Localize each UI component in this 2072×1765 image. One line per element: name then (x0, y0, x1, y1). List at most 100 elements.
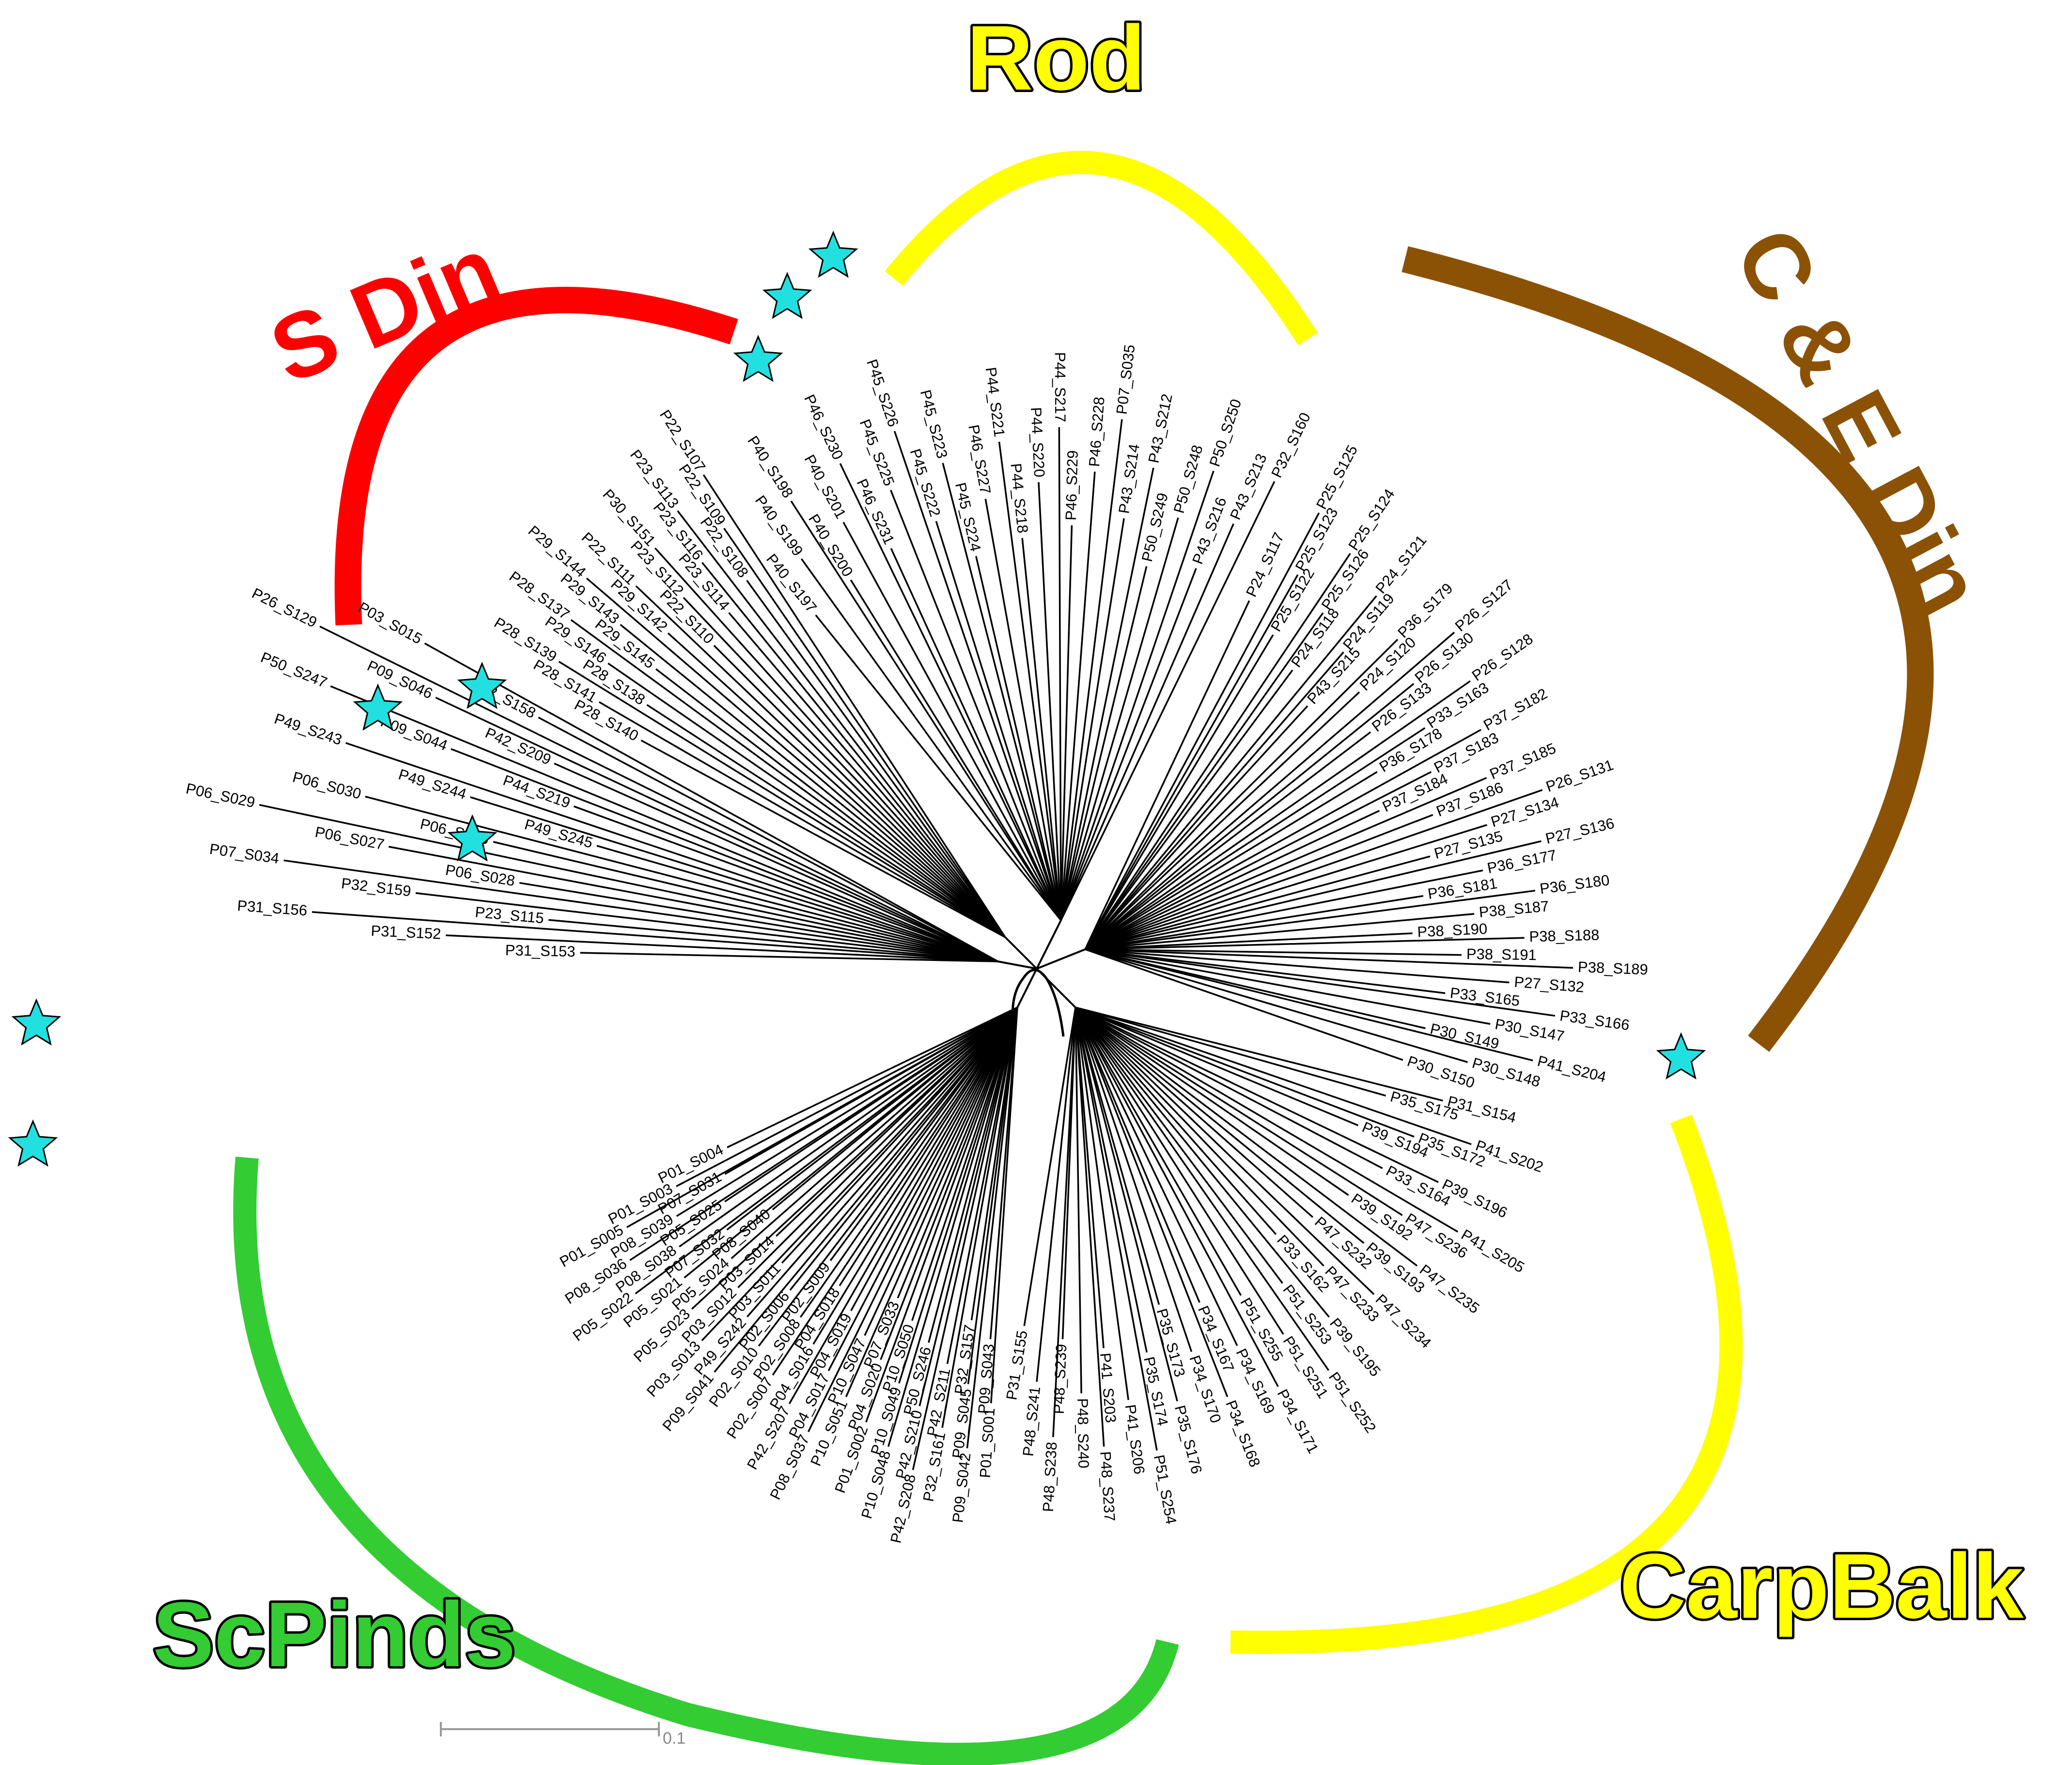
tree-branch (1084, 705, 1309, 950)
tree-branch (788, 1007, 1018, 1404)
tree-branch (620, 624, 1006, 938)
tree-branch (493, 841, 998, 962)
tree-branch (928, 1007, 1018, 1343)
tree-branch (790, 500, 1062, 921)
tree-branch (676, 1006, 1018, 1217)
tree-branch (1075, 1006, 1459, 1233)
tree-branch (967, 1007, 1018, 1384)
tree-branch (911, 1007, 1018, 1321)
tree-branch (388, 846, 998, 962)
tree-branch (1075, 1007, 1193, 1352)
tree-branch (919, 1007, 1018, 1407)
tree-branch (728, 612, 1006, 938)
tree-branch (701, 562, 1006, 938)
tree-branch (737, 1006, 1018, 1288)
tree-branch (966, 1007, 1018, 1449)
tree-branch (865, 1007, 1018, 1423)
branch-stem-other (997, 960, 1037, 970)
tree-branch (655, 668, 1006, 938)
tree-branch (1036, 1007, 1076, 1382)
clade-label-carpbalk: CarpBalk (1620, 1535, 2024, 1638)
tree-branch (1085, 810, 1380, 950)
tree-branch (850, 579, 1062, 921)
tree-branch (701, 1006, 1018, 1342)
tree-branch (935, 521, 1062, 921)
tree-branch (676, 1006, 1018, 1187)
tree-branch (1084, 680, 1471, 950)
tree-branch (998, 441, 1062, 921)
tree-branch (608, 663, 1006, 938)
tree-branch (1075, 1006, 1324, 1267)
branch-stem-carpbalk (1036, 968, 1076, 1008)
leaf-label: P38_S191 (1466, 945, 1537, 963)
ce-din-arc (1402, 246, 1934, 1052)
tree-branch (731, 1006, 1018, 1259)
tree-branch (1075, 1007, 1279, 1387)
tree-branch (1075, 1007, 1284, 1335)
tree-branch (312, 911, 998, 962)
clade-arcs (233, 151, 1934, 1765)
tree-branch (1075, 1006, 1386, 1097)
tree-branch (898, 1007, 1018, 1384)
tree-branch (1075, 1006, 1439, 1183)
tree-branch (1075, 1006, 1358, 1127)
tree-branch (570, 619, 1006, 938)
tree-branch (789, 1006, 1018, 1291)
tree-branch (1084, 731, 1371, 950)
tree-branch (781, 1006, 1018, 1264)
tree-branch (1085, 840, 1542, 950)
tree-branch (812, 1007, 1018, 1345)
leaf-label: P38_S188 (1529, 927, 1600, 945)
star-icon (1656, 1032, 1706, 1080)
tree-branch (1084, 600, 1250, 950)
tree-branch (1075, 1007, 1178, 1402)
tree-branch (679, 1006, 1018, 1248)
tree-branch (1085, 948, 1556, 1017)
tree-branch (573, 805, 998, 962)
tree-branch (1085, 814, 1433, 950)
tree-branch (596, 845, 998, 962)
tree-branch (800, 558, 1062, 921)
tree-branch (946, 1007, 1018, 1364)
tree-branch (330, 685, 998, 962)
tree-branch (415, 892, 998, 962)
tree-branch (1085, 777, 1487, 950)
tree-branch (1060, 517, 1179, 921)
leaf-label: P31_S152 (371, 922, 441, 943)
tree-branch (554, 762, 998, 962)
leaf-label: P48_S240 (1074, 1398, 1092, 1468)
leaf-label: P46_S229 (1062, 450, 1081, 521)
tree-branch (897, 1007, 1018, 1299)
tree-branch (1060, 518, 1125, 921)
tree-branch (724, 1006, 1018, 1175)
tree-branch (598, 701, 1006, 938)
tree-branch (726, 1006, 1018, 1231)
tree-branch (1085, 890, 1536, 950)
tree-branch (1075, 1007, 1242, 1296)
tree-branch (1075, 1006, 1365, 1244)
tree-branch (984, 498, 1062, 921)
tree-branch (1084, 683, 1415, 950)
tree-branch (548, 919, 998, 962)
tree-branch (1060, 481, 1276, 921)
tree-branch (635, 585, 1006, 938)
tree-branch (580, 952, 998, 962)
tree-branch (1084, 553, 1351, 950)
branch-stem-s-din (1004, 936, 1038, 970)
tree-branch (1085, 855, 1431, 950)
tree-branch (1085, 895, 1424, 950)
tree-branch (1085, 948, 1510, 984)
tree-branch (839, 463, 1062, 921)
tree-branch (1060, 419, 1123, 921)
clade-label-rod: Rod (966, 7, 1145, 109)
scale-bar: 0.1 (440, 1722, 685, 1748)
tree-branch (727, 1006, 1018, 1148)
tree-branch (864, 1007, 1018, 1336)
tree-branch (1075, 1007, 1229, 1397)
star-icon (733, 335, 783, 382)
tree-branch (1075, 1006, 1415, 1138)
tree-branch (1052, 1007, 1076, 1438)
star-icon (8, 1119, 58, 1167)
tree-branch (345, 742, 998, 962)
carpbalk-arc (1230, 1115, 1743, 1654)
